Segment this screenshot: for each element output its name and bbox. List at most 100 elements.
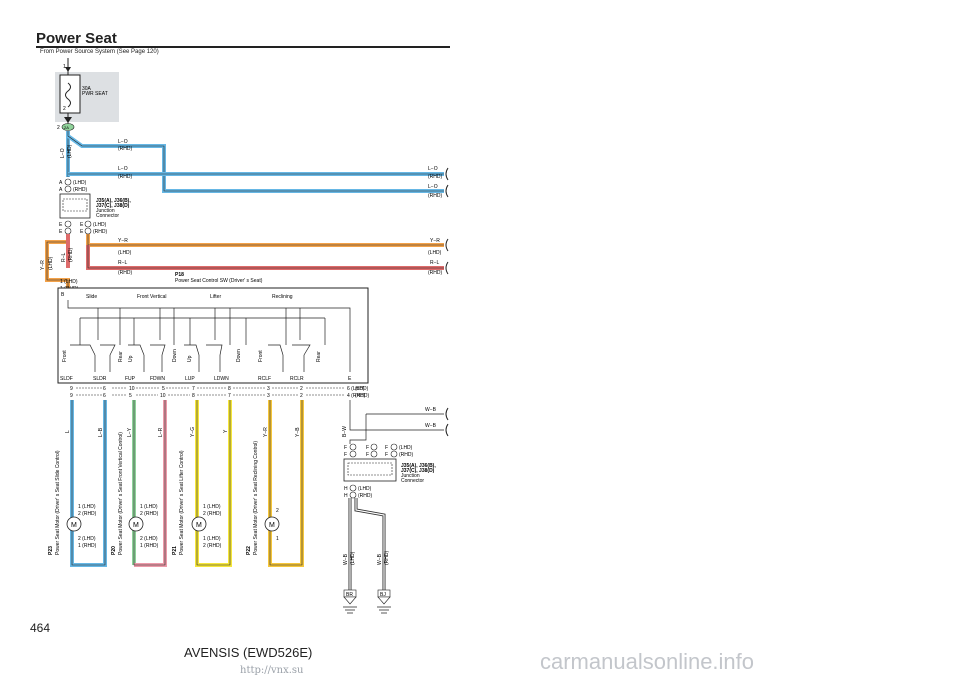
motor-lifter-code: P21 — [172, 546, 178, 555]
label-rhd-1: (RHD) — [118, 146, 132, 152]
motor-lifter: M 1 (LHD) 2 (RHD) 1 (LHD) 2 (RHD) P21 Po… — [172, 450, 222, 555]
jc1-e-rhd: (RHD) — [93, 229, 107, 235]
term-e: E — [348, 376, 352, 382]
pin-rhd: 8 — [192, 393, 195, 399]
fuse-connector-code: 2A — [64, 125, 69, 130]
wire-front-vertical-motor — [133, 400, 166, 566]
label-lhd-yr: (LHD) — [118, 250, 132, 256]
motor-pin: 2 (LHD) — [140, 536, 158, 542]
motor-rcl-code: P22 — [246, 546, 252, 555]
fuse-connector-pin: 2 — [57, 125, 60, 131]
switch-bus-top — [67, 300, 351, 372]
term-sldr: SLDR — [93, 376, 107, 382]
label-r-l-1: R−L — [118, 260, 128, 266]
jc1-pin-e3: E — [80, 222, 84, 228]
label-l-o-vert: L−O — [60, 148, 66, 158]
motor-pin: 1 (LHD) — [140, 504, 158, 510]
switch-dir-front: Front — [62, 350, 68, 362]
motor-pin: 1 (RHD) — [78, 543, 97, 549]
jc1-pin-e1: E — [59, 222, 63, 228]
label-r-l-vert: R−L — [61, 252, 67, 262]
wire-reclining-motor — [269, 400, 303, 566]
pin-rhd: 3 — [267, 393, 270, 399]
motor-pin: 1 (LHD) — [203, 536, 221, 542]
jc2-pin-h1: H — [344, 486, 348, 492]
term-ldwn: LDWN — [214, 376, 229, 382]
motor-rcl-name: Power Seat Motor (Driver' s Seat Reclini… — [253, 441, 259, 555]
pin-dashes — [76, 387, 345, 396]
label-w-b-3: W−B — [343, 553, 349, 565]
switch-group-reclining: Reclining — [272, 294, 293, 300]
jc1-pin-a1: A — [59, 180, 63, 186]
motor-pin: 2 (RHD) — [203, 543, 222, 549]
label-y-r-motor: Y−R — [263, 427, 269, 437]
jc2-pin-circle — [370, 443, 378, 451]
label-rhd-g: (RHD) — [384, 551, 390, 565]
ground-bj: BJ — [377, 589, 391, 614]
ground-icon — [377, 596, 391, 605]
label-y-r-1: Y−R — [118, 238, 128, 244]
motor-pin: 2 (RHD) — [78, 511, 97, 517]
ground-br-label: BR — [346, 592, 353, 598]
wire-ground-bus — [349, 400, 444, 444]
page-title: Power Seat — [36, 30, 117, 47]
motor-lifter-name: Power Seat Motor (Driver' s Seat Lifter … — [179, 450, 185, 555]
label-y-r-vert: Y−R — [40, 260, 46, 270]
jc1-pin-e2: E — [59, 229, 63, 235]
label-w-b-4: W−B — [377, 553, 383, 565]
switch-name: Power Seat Control SW (Driver' s Seat) — [175, 278, 263, 284]
pin-lhd: 6 (LHD) — [347, 386, 365, 392]
term-sldf: SLDF — [60, 376, 73, 382]
motor-slide-name: Power Seat Motor (Driver' s Seat Slide C… — [55, 450, 61, 555]
fuse-body — [59, 74, 81, 114]
motor-pin: 1 (LHD) — [78, 504, 96, 510]
jc2-label-1: J35(A), J36(B), — [401, 463, 436, 469]
label-lhd-g: (LHD) — [350, 551, 356, 565]
jc2-pin-circle — [349, 491, 357, 499]
motor-m: M — [196, 522, 202, 529]
label-rhd-rl: (RHD) — [118, 270, 132, 276]
wire-break-icon — [445, 407, 449, 437]
motor-reclining: M 2 1 P22 Power Seat Motor (Driver' s Se… — [246, 441, 280, 555]
pin-lhd: 8 — [228, 386, 231, 392]
label-r-l-2: R−L — [430, 260, 440, 266]
label-l: L — [65, 430, 71, 433]
ground-bj-label: BJ — [380, 592, 386, 598]
pin-e-lhd: (LHD) — [355, 386, 369, 392]
switch-dir-rear: Rear — [118, 351, 124, 362]
switch-dir-up: Up — [128, 355, 134, 362]
jc2-pin-circle — [390, 450, 398, 458]
switch-dir-front2: Front — [258, 350, 264, 362]
jc2-pin-f4: F — [366, 452, 369, 458]
jc2-label-3: Junction — [401, 473, 420, 479]
label-l-o-1: L−O — [118, 139, 128, 145]
fuse-pin-top: 1 — [63, 64, 66, 70]
term-rclr: RCLR — [290, 376, 304, 382]
pin-rhd: 7 — [228, 393, 231, 399]
wire-break-icon — [445, 167, 449, 198]
label-w-b-2: W−B — [425, 423, 437, 429]
label-b-w: B−W — [342, 426, 348, 437]
url-mark: http://vnx.su — [240, 665, 304, 676]
motor-fv-code: P20 — [111, 546, 117, 555]
pin-e-rhd: (RHD) — [355, 393, 369, 399]
label-rhd-2: (RHD) — [118, 174, 132, 180]
jc1-lhd: (LHD) — [73, 180, 87, 186]
wire-lifter-motor — [196, 400, 231, 566]
label-y-g: Y−G — [190, 427, 196, 437]
pin-lhd: 7 — [192, 386, 195, 392]
jc1-pin-a2: A — [59, 187, 63, 193]
jc1-pin-circle — [64, 178, 72, 186]
jc2-h-rhd: (RHD) — [358, 493, 372, 499]
wire-r-l-main — [87, 245, 444, 269]
label-lhd-vert2: (LHD) — [48, 256, 54, 270]
motor-pin: 1 (LHD) — [203, 504, 221, 510]
fuse-arrow-icon — [65, 67, 71, 72]
jc1-rhd: (RHD) — [73, 187, 87, 193]
label-l-o-2: L−O — [118, 166, 128, 172]
jc2-pin-f2: F — [344, 452, 347, 458]
ground-icon — [343, 596, 357, 605]
pin-rhd: 2 — [300, 393, 303, 399]
motor-wire-labels: L L−B L−Y L−R Y−G Y Y−R Y−B B−W — [65, 426, 348, 437]
